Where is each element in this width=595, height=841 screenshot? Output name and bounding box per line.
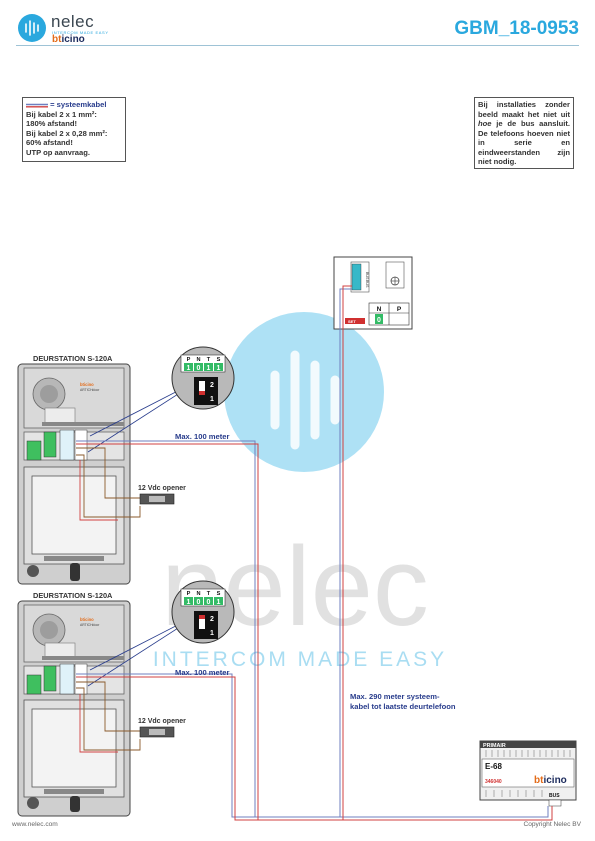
system-cable-legend-icon (26, 103, 48, 107)
distance-label-2: Max. 100 meter (175, 668, 230, 677)
supply-header: PRIMAIR (483, 743, 506, 749)
supply-brand-a: bt (534, 775, 544, 786)
switch-header: S (217, 357, 221, 363)
module-model: ARTICHdoor (80, 623, 100, 627)
screw-icon (27, 797, 39, 809)
system-distance-label: Max. 290 meter systeem- kabel tot laatst… (350, 692, 456, 711)
module-model: ARTICHdoor (80, 388, 100, 392)
installation-note: Bij installaties zonder beeld maakt het … (474, 97, 574, 169)
cable-note-line: 60% afstand! (26, 138, 73, 147)
installation-note-text-a: Bij installaties zonder beeld maakt het … (478, 100, 570, 119)
opener-label: 12 Vdc opener (138, 718, 186, 725)
switch-zoom-1: P N T S 1 0 1 1 2 1 (87, 346, 235, 453)
system-cable (76, 285, 553, 821)
wire-terminals-icon (59, 663, 75, 695)
brand-tagline: INTERCOM MADE EASY (52, 30, 109, 35)
cable-note-line: Bij kabel 2 x 0,28 mm²: (26, 128, 108, 138)
door-station-title: DEURSTATION S-120A (33, 354, 113, 363)
switch-value: 0 (207, 599, 211, 606)
bus-terminal-icon (351, 263, 362, 291)
dip-label: 1 (210, 630, 214, 637)
terminal-label: BUS (365, 280, 369, 288)
nelec-logo-icon (18, 14, 46, 42)
opener-label: 12 Vdc opener (138, 485, 186, 492)
distance-label-1: Max. 100 meter (175, 432, 230, 441)
switch-value: 1 (187, 365, 191, 372)
switch-header: P (187, 591, 191, 597)
dip-switch-icon (194, 377, 218, 405)
system-distance-line: Max. 290 meter systeem- (350, 692, 440, 701)
watermark-circle (224, 312, 384, 472)
dip-label: 2 (210, 382, 214, 389)
switch-value: 1 (187, 599, 191, 606)
switch-value: 0 (377, 317, 381, 324)
opener-wires (76, 447, 141, 751)
switch-value: 0 (197, 599, 201, 606)
system-distance-line: kabel tot laatste deurtelefoon (350, 701, 456, 711)
bticino-logo: bticino (52, 34, 85, 45)
jumper-label: SET (348, 319, 356, 324)
supply-bus-terminal-icon (548, 799, 562, 807)
jumper-icon (345, 318, 365, 324)
switch-header: P (397, 306, 402, 313)
watermark-tagline: INTERCOM MADE EASY (153, 648, 447, 671)
dip-switch-icon (194, 611, 218, 639)
cable-note: = systeemkabel Bij kabel 2 x 1 mm²: 180%… (22, 97, 126, 162)
switch-value: 1 (217, 365, 221, 372)
cable-note-line: UTP op aanvraag. (26, 147, 91, 157)
bticino-logo-a: bt (52, 34, 62, 45)
switch-value: 1 (207, 365, 211, 372)
module-brand: bticino (80, 382, 94, 387)
switch-value: 1 (217, 599, 221, 606)
installation-note-emphasis: hoe (478, 119, 492, 128)
header-divider (16, 45, 579, 46)
terminal-label: BUS (365, 272, 369, 280)
document-code: GBM_18-0953 (454, 18, 579, 39)
bticino-logo-b: icino (61, 34, 85, 45)
footer-website: www.nelec.com (12, 821, 58, 828)
wire-terminals-icon (59, 429, 75, 461)
door-station-title: DEURSTATION S-120A (33, 591, 113, 600)
cable-note-line: Bij kabel 2 x 1 mm²: (26, 109, 97, 119)
supply-code: 346040 (485, 779, 502, 785)
lock-wires (79, 460, 118, 753)
footer-copyright: Copyright Nelec BV (523, 821, 581, 828)
legend-row: = systeemkabel (26, 100, 122, 110)
supply-terminal-label: BUS (549, 793, 560, 799)
brand-name: nelec (51, 12, 95, 31)
screw-icon (27, 565, 39, 577)
switch-header: T (207, 357, 211, 363)
dip-label: 2 (210, 616, 214, 623)
supply-brand-b: icino (543, 775, 566, 786)
switch-value: 0 (197, 365, 201, 372)
door-station-1: DEURSTATION S-120A bticino ARTICHdoor (17, 354, 131, 585)
handset-unit: BUS BUS N P 0 SET (333, 256, 413, 330)
module-brand: bticino (80, 617, 94, 622)
switch-header: P (187, 357, 191, 363)
switch-header: T (207, 591, 211, 597)
dip-label: 1 (210, 396, 214, 403)
watermark-bars-icon (270, 350, 340, 450)
supply-brand: bticino (534, 775, 567, 786)
legend-label: = systeemkabel (50, 100, 107, 109)
cable-note-line: 180% afstand! (26, 119, 78, 128)
terminal-block-icon (26, 440, 42, 461)
switch-header: N (196, 357, 200, 363)
installation-note-text-b: je de bus aansluit. De telefoons hoeven … (478, 119, 570, 166)
switch-header: S (217, 591, 221, 597)
power-supply-e68: PRIMAIR E-68 346040 bticino BUS (479, 740, 577, 807)
switch-header: N (377, 306, 382, 313)
switch-header: N (196, 591, 200, 597)
door-station-2: DEURSTATION S-120A bticino ARTICHdoor (17, 591, 131, 817)
supply-model: E-68 (485, 762, 502, 771)
terminal-block-icon (26, 674, 42, 695)
